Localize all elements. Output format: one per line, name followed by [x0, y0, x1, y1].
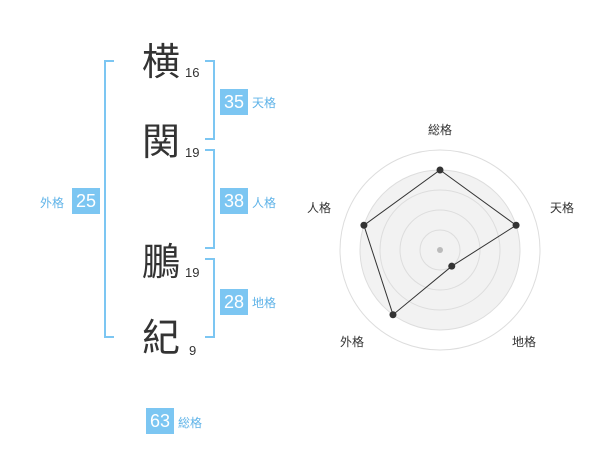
- stroke-count-1: 16: [185, 65, 200, 80]
- stroke-count-2: 19: [185, 145, 200, 160]
- gaikaku-bracket: [104, 60, 114, 338]
- radar-axis-label-2: 地格: [512, 334, 536, 349]
- tenkaku-bracket: [205, 60, 215, 140]
- radar-point-2: [448, 262, 456, 270]
- radar-axis-label-4: 人格: [307, 200, 331, 215]
- soukaku-value: 63: [146, 408, 174, 434]
- radar-points: [360, 166, 520, 319]
- radar-chart: 総格 天格 地格 外格 人格: [307, 122, 574, 351]
- stroke-count-4: 9: [189, 343, 197, 358]
- chikaku-label: 地格: [252, 296, 277, 310]
- name-char-2: 関: [142, 120, 181, 164]
- name-char-4: 紀: [142, 316, 181, 360]
- chikaku-value: 28: [220, 289, 248, 315]
- radar-point-0: [436, 166, 444, 174]
- tenkaku-label: 天格: [252, 96, 277, 110]
- soukaku-label: 総格: [178, 416, 203, 430]
- gaikaku-value: 25: [72, 188, 100, 214]
- radar-point-1: [512, 221, 520, 229]
- tenkaku-value: 35: [220, 89, 248, 115]
- radar-point-4: [360, 221, 368, 229]
- stroke-count-3: 19: [185, 265, 200, 280]
- gaikaku-label: 外格: [40, 196, 65, 210]
- jinkaku-label: 人格: [252, 196, 277, 210]
- name-char-3: 鵬: [142, 240, 181, 284]
- jinkaku-bracket: [205, 149, 215, 249]
- radar-series-polygon: [363, 169, 517, 316]
- radar-axis-label-3: 外格: [340, 334, 364, 349]
- jinkaku-value: 38: [220, 188, 248, 214]
- chikaku-bracket: [205, 258, 215, 338]
- radar-axis-label-0: 総格: [428, 122, 452, 137]
- name-char-1: 横: [142, 40, 181, 84]
- radar-point-3: [389, 311, 397, 319]
- radar-axis-label-1: 天格: [550, 200, 574, 215]
- radar-center-dot: [437, 247, 443, 253]
